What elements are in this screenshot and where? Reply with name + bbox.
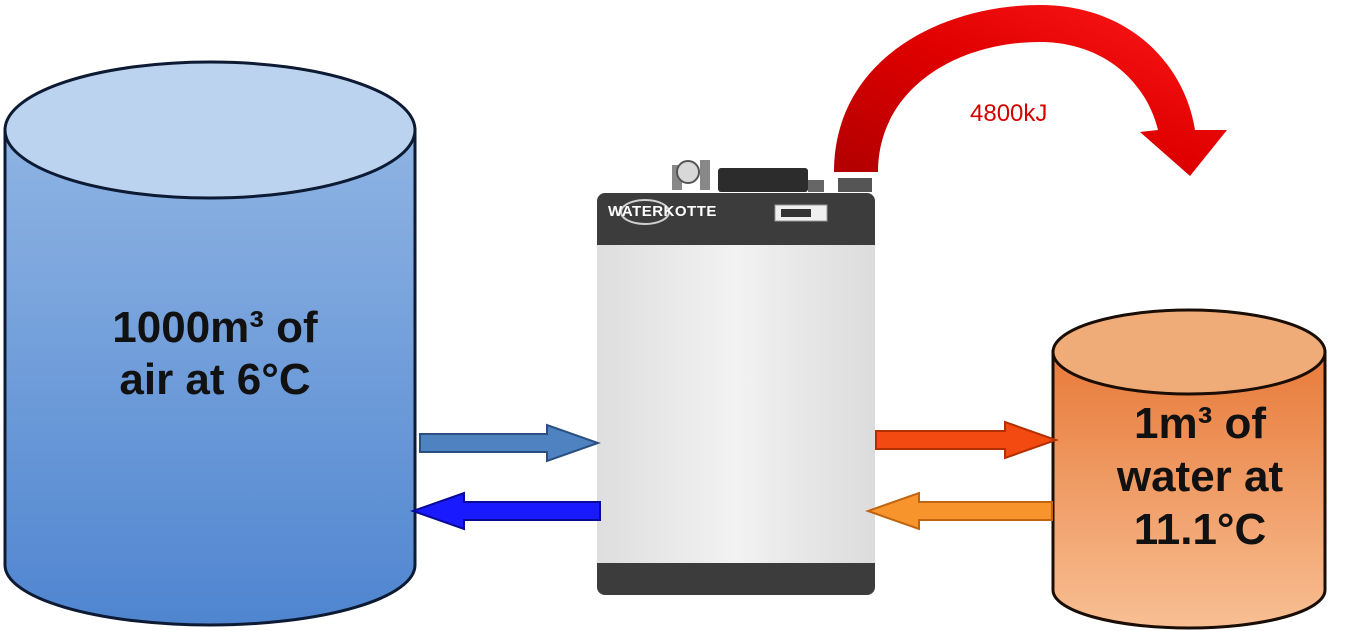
water-tank-label: 1m³ of water at 11.1°C (1060, 398, 1340, 556)
air-tank-label-line1: 1000m³ of (112, 303, 318, 352)
energy-transfer-arrow (834, 5, 1227, 176)
heat-pump-brand: WATERKOTTE (608, 203, 717, 220)
air-out-arrow (409, 491, 601, 531)
energy-label: 4800kJ (970, 100, 1048, 127)
air-tank-label: 1000m³ of air at 6°C (60, 302, 370, 406)
air-in-arrow (419, 423, 602, 463)
water-tank-label-line2: water at (1116, 451, 1284, 501)
water-in-arrow (875, 420, 1060, 460)
water-tank (1051, 308, 1327, 630)
air-tank (3, 60, 417, 627)
air-tank-label-line2: air at 6°C (119, 354, 311, 404)
water-tank-label-line1: 1m³ of (1134, 399, 1266, 448)
water-tank-label-line3: 11.1°C (1133, 504, 1267, 554)
water-out-arrow (864, 491, 1053, 531)
heat-pump (597, 160, 875, 595)
